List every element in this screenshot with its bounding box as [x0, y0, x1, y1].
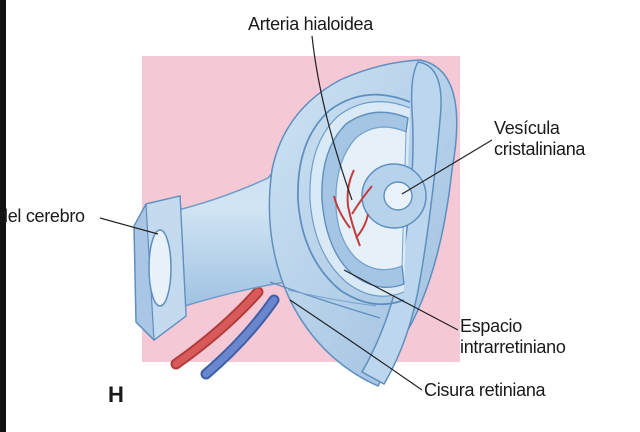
panel-letter-label: H	[108, 382, 124, 407]
brain-wall-lumen	[148, 229, 172, 307]
label-espacio-intrarretiniano: Espacio intrarretiniano	[460, 316, 566, 358]
hyaloid-artery-branches	[333, 169, 373, 247]
choroid-fissure	[269, 281, 381, 319]
hyaloid-vein-vessel-highlight	[202, 296, 278, 378]
label-vesicula-line1: Vesícula	[494, 118, 560, 138]
leader-line-espacio	[343, 269, 459, 331]
lens-vesicle-inner	[383, 181, 413, 211]
label-arteria-hialoidea: Arteria hialoidea	[248, 14, 373, 34]
choroid-fissure-inner	[287, 289, 377, 307]
leader-line-vesicula	[401, 139, 493, 195]
leader-line-cisura	[289, 299, 423, 391]
label-del-cerebro: del cerebro	[0, 206, 85, 226]
leader-line-cerebro	[99, 217, 159, 235]
label-vesicula-cristaliniana: Vesícula cristaliniana	[494, 118, 585, 160]
optic-cup-rim	[360, 61, 442, 386]
label-cisura-retiniana: Cisura retiniana	[424, 380, 546, 400]
label-espacio-line2: intrarretiniano	[460, 337, 566, 357]
optic-cup-pigment-layer	[297, 93, 411, 306]
label-espacio-line1: Espacio	[460, 316, 522, 336]
hyaloid-artery-vessel-highlight	[172, 288, 262, 368]
left-edge-bar	[0, 0, 6, 432]
leader-line-arteria	[311, 35, 353, 201]
label-vesicula-line2: cristaliniana	[494, 139, 586, 159]
